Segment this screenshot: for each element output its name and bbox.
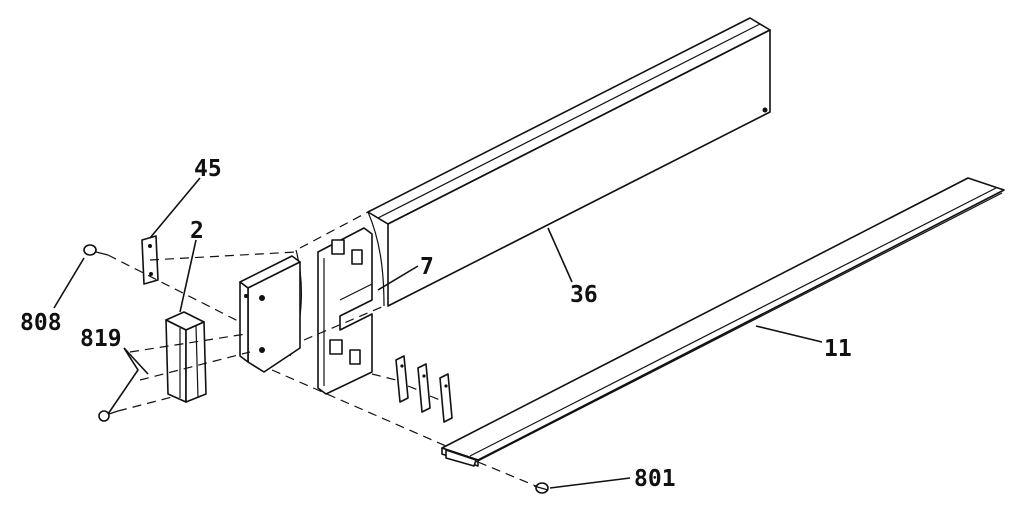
shim-plate-2 [417,363,431,413]
screw-808 [83,244,109,256]
shim-plate-1 [395,355,409,403]
callout-45: 45 [194,156,222,182]
callout-11: 11 [824,336,852,362]
channel-clip-2 [165,311,207,403]
top-rail-front-face [387,29,771,307]
screw-819 [98,410,119,422]
callout-808: 808 [20,310,62,336]
shim-plates [395,355,453,423]
assembly-lines [107,211,537,487]
screw-801 [533,482,549,494]
callout-2: 2 [190,218,204,244]
callout-819: 819 [80,326,122,352]
shim-plate-3 [439,373,453,423]
callout-801: 801 [634,466,676,492]
leader-lines [53,177,823,489]
top-rail-36 [367,17,771,307]
center-bracket-7 [317,227,373,395]
callout-7: 7 [420,254,434,280]
bracket-upper-plate [317,227,373,395]
bottom-rail-11 [441,177,1005,467]
callout-36: 36 [570,282,598,308]
end-cap [239,255,301,373]
